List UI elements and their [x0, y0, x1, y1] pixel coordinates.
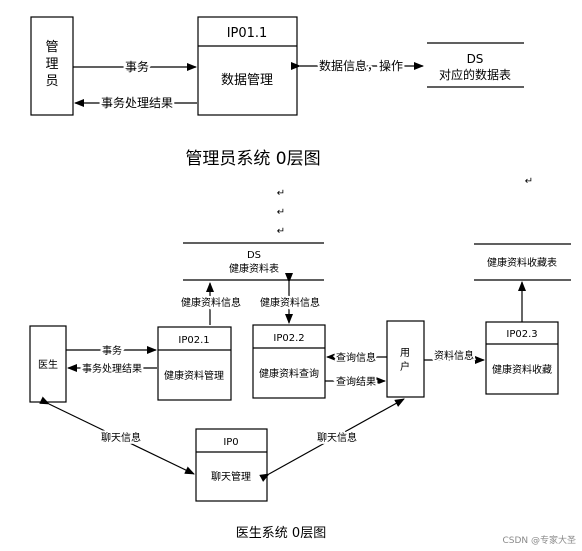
process-ip02-3-name: 健康资料收藏	[492, 363, 552, 376]
diagram2-caption: 医生系统 0层图	[236, 526, 326, 541]
user-entity-box	[386, 320, 425, 398]
watermark: CSDN @专家大圣	[502, 534, 576, 546]
process-ip02-3-box	[485, 321, 559, 395]
flow-material-info-label: 资料信息	[434, 349, 474, 362]
process-ip02-1-name: 健康资料管理	[164, 369, 224, 382]
process-ip02-1-id: IP02.1	[178, 335, 209, 346]
admin-entity-char-1: 管	[45, 40, 58, 55]
paragraph-mark: ↵	[525, 176, 533, 187]
health-store-name: 健康资料表	[229, 262, 279, 275]
process-ip01-1-box	[197, 16, 298, 116]
process-ip0-box	[195, 428, 268, 502]
flow-user-chat-arrow	[259, 398, 405, 482]
process-ip0-name: 聊天管理	[211, 470, 251, 483]
diagram1-caption: 管理员系统 0层图	[185, 149, 320, 169]
user-entity-char-1: 用	[400, 348, 410, 359]
flow-task-label-2: 事务	[102, 344, 122, 357]
admin-entity-char-2: 理	[45, 57, 58, 72]
flow-task-result-label: 事务处理结果	[101, 95, 173, 110]
flow-query-info-label: 查询信息	[336, 351, 376, 364]
process-ip02-2-name: 健康资料查询	[259, 367, 319, 380]
flow-task-result-label-2: 事务处理结果	[82, 362, 142, 375]
flow-doctor-chat-arrow	[39, 396, 195, 475]
process-ip01-1-name: 数据管理	[221, 73, 273, 88]
admin-entity-char-3: 员	[45, 74, 58, 89]
ds-store-name: 对应的数据表	[439, 67, 511, 82]
flow-chat-right-label: 聊天信息	[317, 431, 357, 444]
flow-health-info-1-label: 健康资料信息	[181, 296, 241, 309]
process-ip02-3-id: IP02.3	[506, 329, 537, 340]
flow-task-label: 事务	[125, 59, 149, 74]
flow-query-result-label: 查询结果	[336, 375, 376, 388]
user-entity-char-2: 户	[400, 360, 410, 373]
health-store-title: DS	[247, 250, 261, 261]
collect-store-name: 健康资料收藏表	[487, 256, 557, 269]
process-ip0-id: IP0	[223, 437, 238, 448]
process-ip01-1-id: IP01.1	[227, 26, 268, 41]
process-ip02-2-box	[252, 324, 326, 399]
flow-data-ops-label: 数据信息，操作	[319, 58, 403, 73]
flow-chat-left-label: 聊天信息	[101, 431, 141, 444]
process-ip02-2-id: IP02.2	[273, 333, 304, 344]
paragraph-mark: ↵	[277, 207, 285, 218]
ds-store-title: DS	[467, 52, 484, 66]
paragraph-mark: ↵	[277, 188, 285, 199]
flow-health-info-2-label: 健康资料信息	[260, 296, 320, 309]
paragraph-mark: ↵	[277, 226, 285, 237]
process-ip02-1-box	[157, 326, 232, 401]
admin-entity-box	[30, 16, 74, 116]
doctor-entity-label: 医生	[38, 358, 58, 371]
